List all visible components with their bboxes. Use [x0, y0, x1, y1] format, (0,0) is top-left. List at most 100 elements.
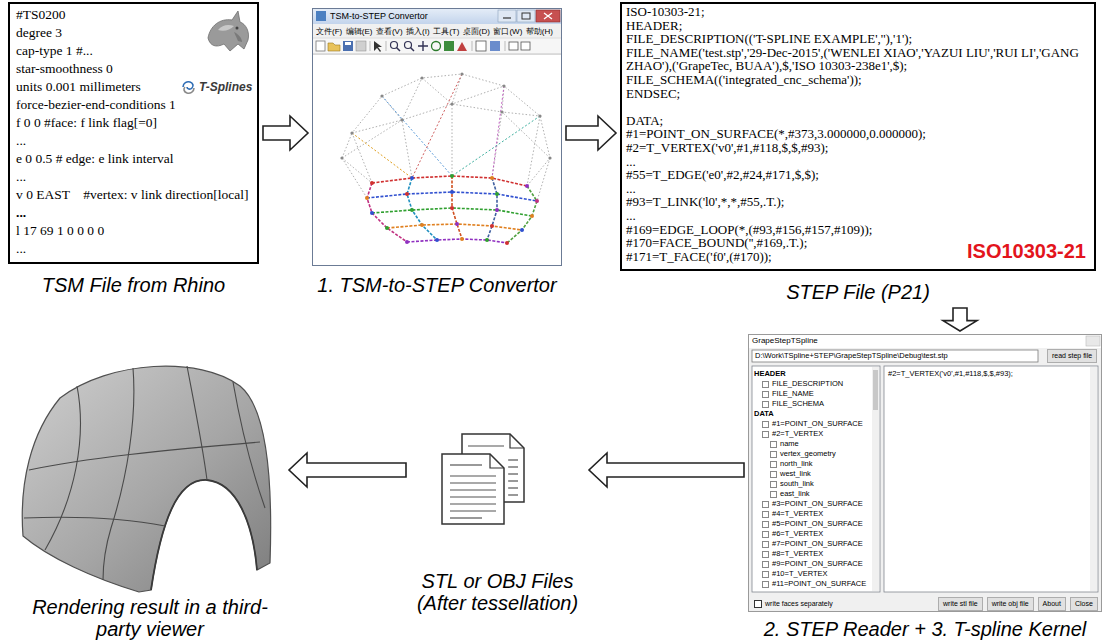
menu-bar: 文件(F)编辑(E)查看(V)插入(I)工具(T)桌面(D)窗口(W)帮助(H): [316, 26, 553, 37]
code-line: ...: [626, 155, 1088, 169]
logo-text: T-Splines: [199, 80, 252, 95]
convertor-window-art-part: [492, 86, 504, 178]
convertor-window-art-part: [382, 96, 452, 176]
caption-slot: Rendering result in a third-party viewer: [25, 596, 275, 640]
panel-caption: 1. TSM-to-STEP Convertor: [302, 274, 572, 296]
tree-expander: [762, 581, 769, 588]
tree-row: #2=T_VERTEX: [754, 429, 870, 439]
convertor-window-art-part: [505, 41, 506, 51]
convertor-window-art-part: [544, 13, 552, 19]
convertor-window-art-part: [450, 206, 454, 210]
tree-item: #9=POINT_ON_SURFACE: [772, 559, 863, 569]
document-icon-part: [490, 454, 504, 468]
tree-expander: [762, 501, 769, 508]
rendered-surface-part: [151, 480, 257, 590]
document-icon-part: [508, 494, 518, 495]
menu-item: 查看(V): [376, 26, 403, 37]
convertor-window-art-part: [444, 41, 454, 51]
convertor-window-art-part: [312, 38, 562, 39]
tree-expander: [762, 431, 769, 438]
convertor-window-art-part: [455, 222, 459, 226]
checkbox: [754, 600, 762, 608]
code-line: DATA;: [626, 114, 1088, 128]
code-listing: ISO-10303-21;HEADER;FILE_DESCRIPTION(('T…: [626, 5, 1088, 263]
tree-row: #5=POINT_ON_SURFACE: [754, 519, 870, 529]
tree-item: #3=POINT_ON_SURFACE: [772, 499, 863, 509]
tree-row: #9=POINT_ON_SURFACE: [754, 559, 870, 569]
tree-row: west_link: [754, 469, 870, 479]
checkbox-label: write faces separately: [765, 599, 833, 609]
convertor-window-art-part: [386, 41, 387, 51]
caption-slot: 2. STEP Reader + 3. T-spline Kernel: [748, 618, 1102, 640]
reader-window-art-part: [1086, 336, 1100, 346]
rendered-surface: [15, 358, 275, 596]
convertor-window-art-part: [490, 224, 494, 228]
tree-item: FILE_DESCRIPTION: [772, 379, 843, 389]
tree-expander: [762, 521, 769, 528]
tree-row: #6=T_VERTEX: [754, 529, 870, 539]
tree-row: #10=T_VERTEX: [754, 569, 870, 579]
detail-text: #2=T_VERTEX('v0',#1,#118,$,$,#93);: [888, 369, 1013, 379]
panel-caption: STEP File (P21): [620, 281, 1096, 303]
tree-item: #6=T_VERTEX: [772, 529, 823, 539]
code-line: #1=POINT_ON_SURFACE(*,#373,3.000000,0.00…: [626, 127, 1088, 141]
window-title: TSM-to-STEP Convertor: [330, 11, 428, 21]
tree-item: south_link: [780, 479, 814, 489]
rhino-logo-part: [208, 11, 249, 51]
rhino-logo-part: [236, 27, 239, 30]
document-icon-part: [508, 459, 518, 460]
tree-expander: [770, 481, 777, 488]
tree-item: #2=T_VERTEX: [772, 429, 823, 439]
convertor-window-art-part: [352, 74, 550, 186]
caption-slot: TSM File from Rhino: [8, 274, 259, 296]
reader-window-art-part: [752, 350, 1038, 362]
tree-row: north_link: [754, 459, 870, 469]
convertor-window-art-part: [505, 241, 509, 245]
convertor-window-art-part: [490, 41, 500, 51]
tree-item: east_link: [780, 489, 810, 499]
tsplines-icon-part: [184, 87, 194, 93]
reader-window-art-part: [1090, 367, 1097, 591]
code-line: ...: [16, 132, 249, 150]
convertor-window-art-part: [316, 11, 326, 21]
convertor-window-art-part: [312, 8, 562, 266]
code-line: e 0 0.5 # edge: e link interval: [16, 150, 249, 168]
convertor-window-art-part: [312, 38, 562, 54]
tree-row: HEADER: [754, 369, 870, 379]
tsplines-icon: [181, 80, 196, 95]
convertor-window-art-part: [367, 183, 407, 242]
code-line: degree 3: [16, 24, 249, 42]
tree-expander: [762, 531, 769, 538]
tree-row: FILE_SCHEMA: [754, 399, 870, 409]
block-arrow: [289, 453, 406, 487]
code-line: l 17 69 1 0 0 0 0: [16, 222, 249, 240]
tree-expander: [770, 441, 777, 448]
code-line: v 0 EAST #vertex: v link direction[local…: [16, 186, 249, 204]
convertor-window-art-part: [312, 55, 562, 266]
menu-item: 文件(F): [316, 26, 342, 37]
tree-row: #1=POINT_ON_SURFACE: [754, 419, 870, 429]
convertor-window-art-part: [312, 8, 562, 24]
tree-expander: [762, 391, 769, 398]
tree-row: #3=POINT_ON_SURFACE: [754, 499, 870, 509]
convertor-window-art-part: [538, 114, 541, 117]
convertor-window-art-part: [350, 131, 353, 134]
reader-window-art-part: [873, 370, 878, 410]
tree-row: #8=T_VERTEX: [754, 549, 870, 559]
tree-item: DATA: [754, 409, 774, 419]
document-icon-part: [450, 482, 496, 483]
code-line: ...: [16, 204, 249, 222]
convertor-window-art-part: [370, 181, 374, 185]
menu-item: 插入(I): [406, 26, 430, 37]
title-slot: GrapeStepTSpline: [752, 336, 818, 346]
convertor-window-art-part: [352, 133, 412, 178]
code-line: ...: [16, 240, 249, 258]
rendered-surface-part: [24, 517, 165, 526]
convertor-window-art-part: [370, 211, 374, 215]
rendered-surface-part: [22, 366, 270, 592]
convertor-window-art-part: [405, 240, 409, 244]
push-button: read step file: [1047, 349, 1097, 363]
panel-caption: TSM File from Rhino: [8, 274, 259, 296]
convertor-window-art-part: [521, 42, 530, 50]
convertor-window-art-part: [342, 112, 550, 158]
